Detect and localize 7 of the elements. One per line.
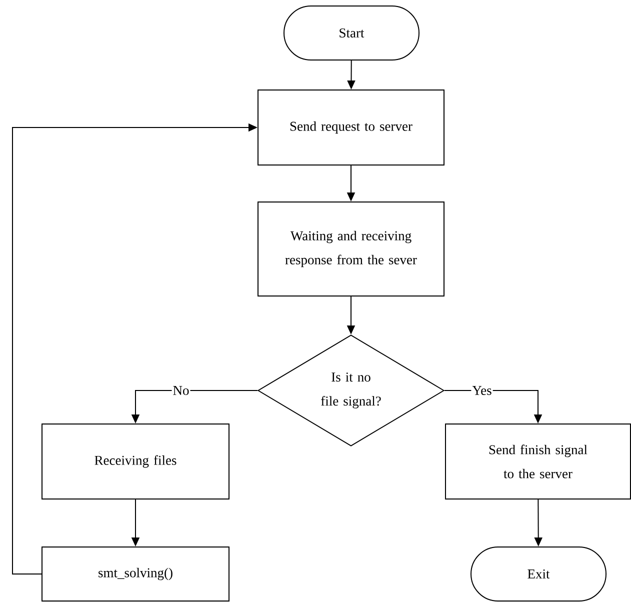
process-box: smt_solving() [42, 546, 230, 602]
edge-label: No [172, 385, 190, 396]
process-box: Send finish signal to the server [445, 424, 631, 500]
process-box: Waiting and receiving response from the sever [258, 202, 444, 296]
edge-label: Yes [471, 385, 493, 396]
process-box: Send request to server [258, 90, 444, 166]
process-box: Receiving files [42, 424, 230, 500]
